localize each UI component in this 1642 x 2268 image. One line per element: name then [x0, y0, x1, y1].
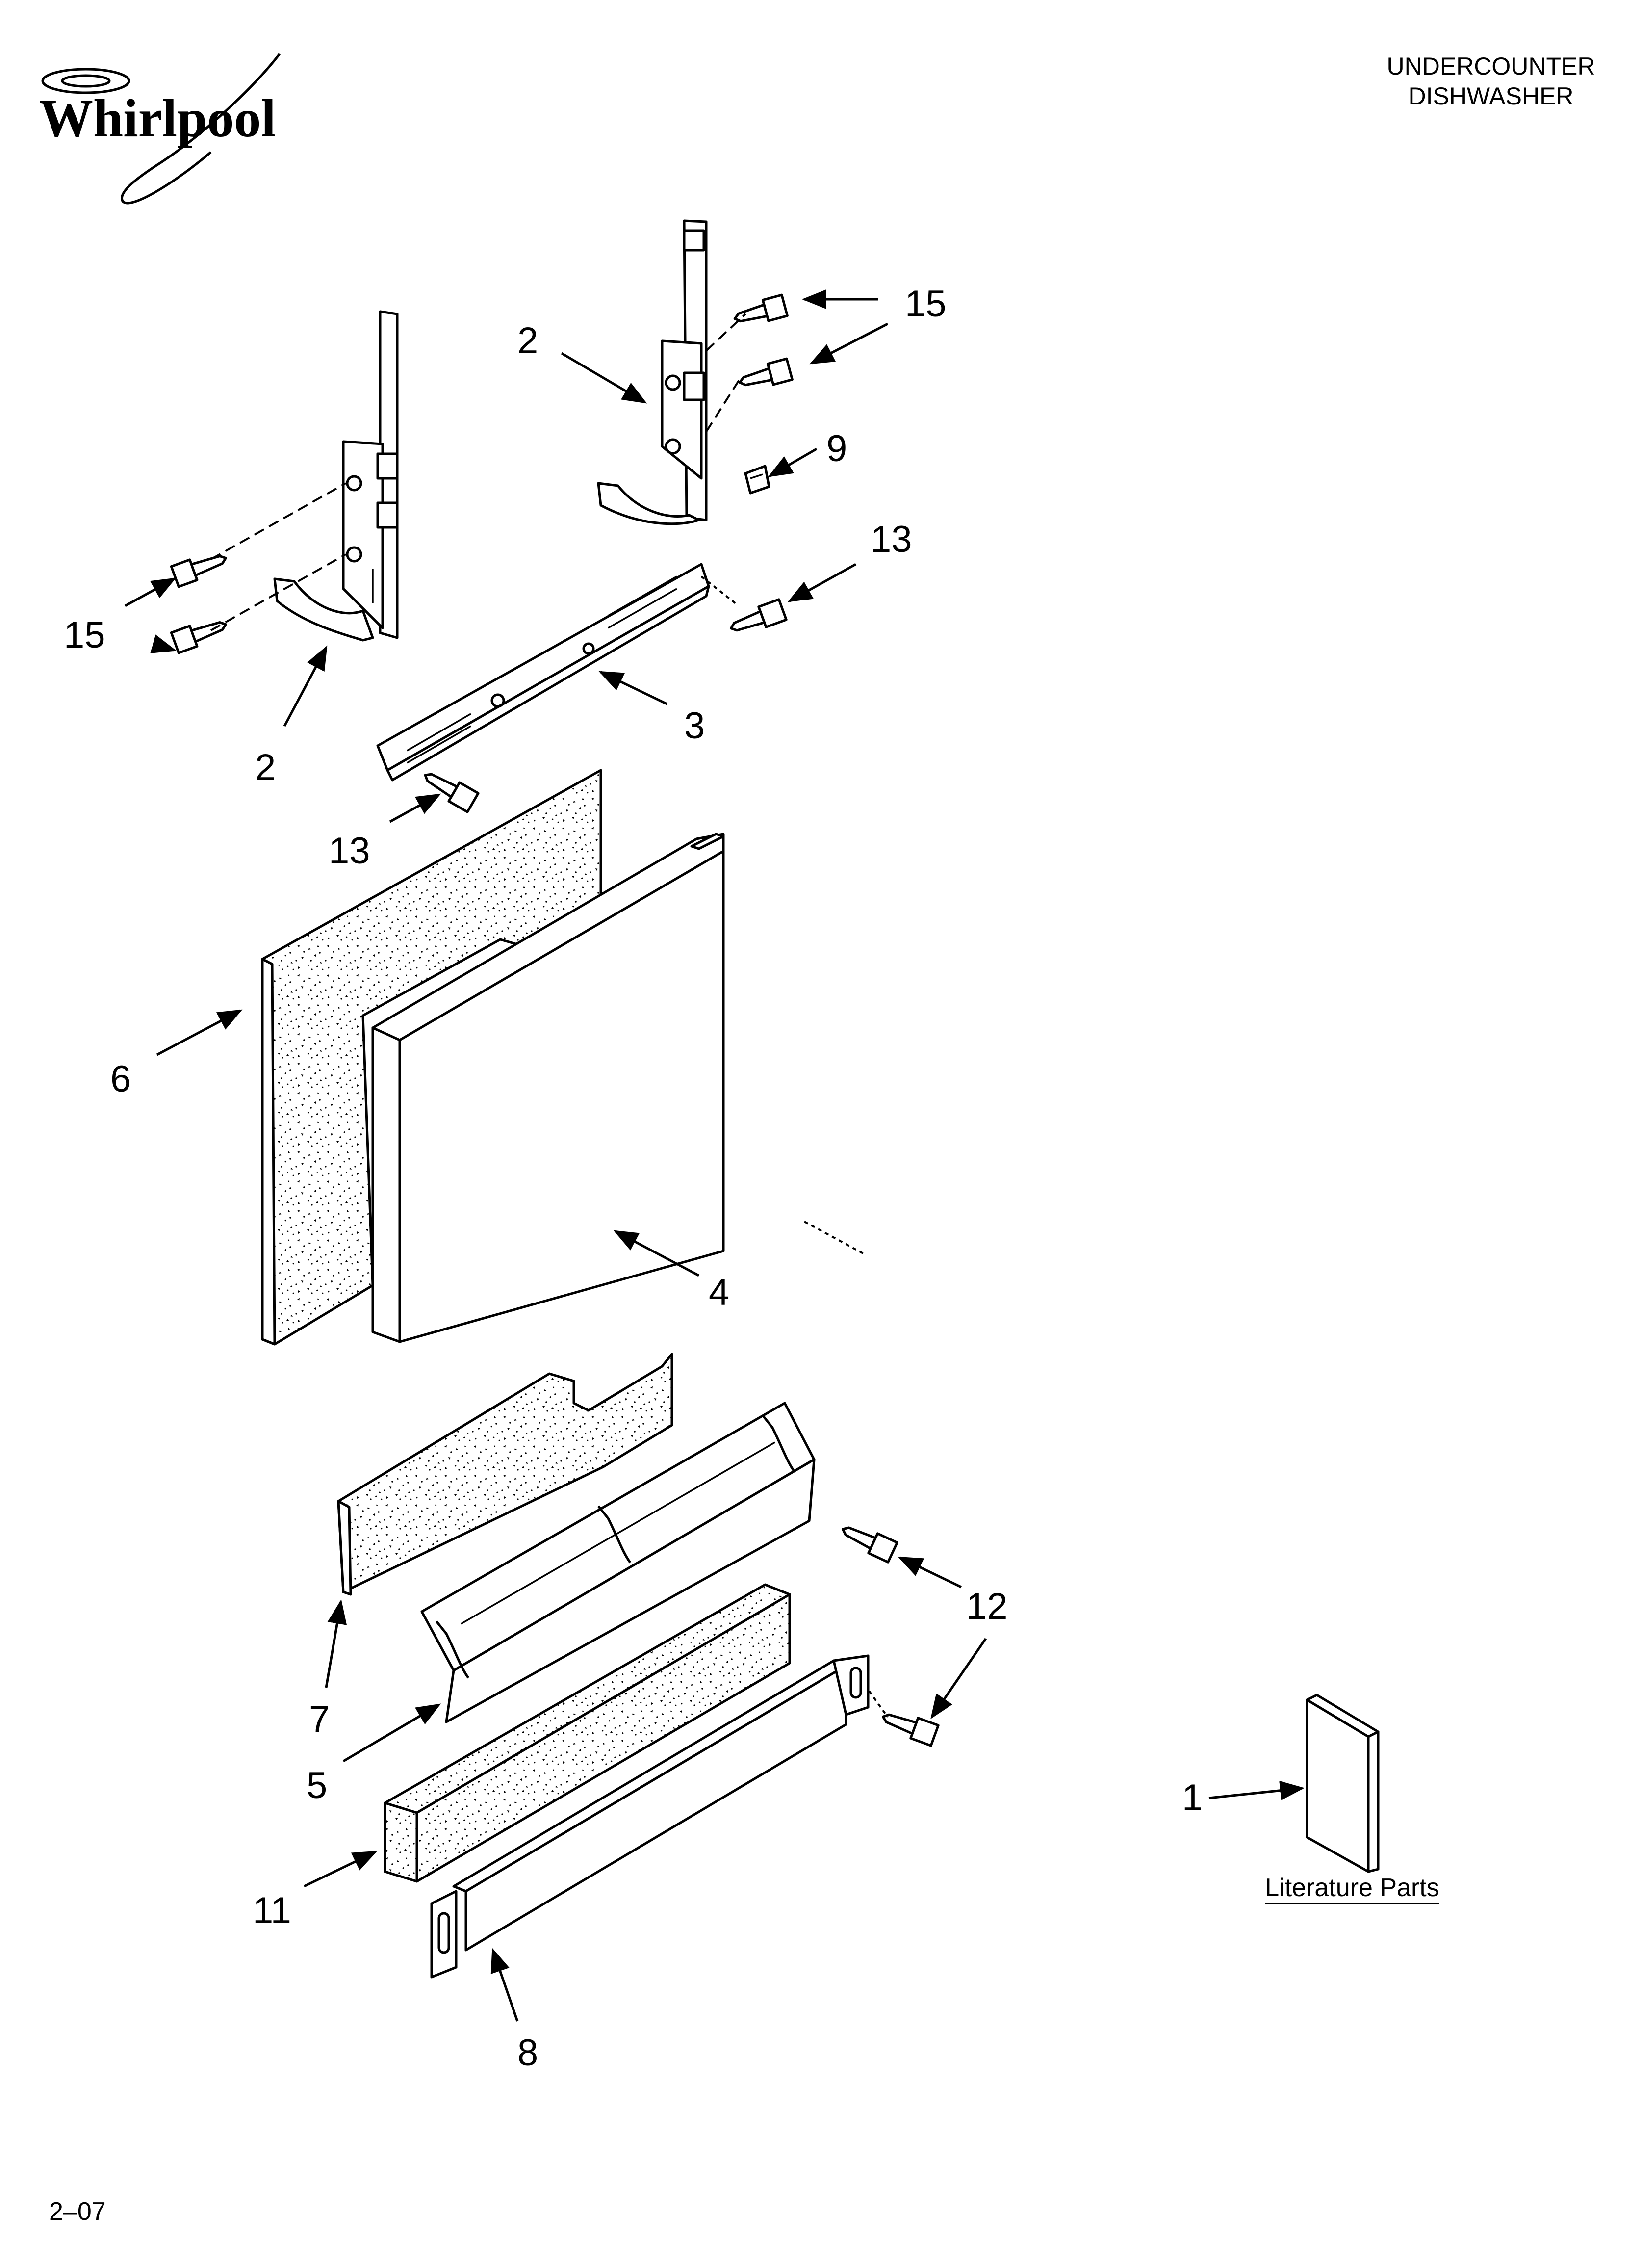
callout-3: 3	[684, 705, 705, 747]
logo-swoosh	[121, 53, 281, 205]
callout-15-right: 15	[905, 283, 947, 325]
callout-2-right: 2	[517, 320, 538, 362]
callout-12: 12	[966, 1586, 1008, 1627]
screw-12-lower	[881, 1713, 940, 1747]
whirlpool-logo: Whirlpool	[39, 53, 281, 205]
screw-13-right	[729, 598, 788, 632]
clip-9	[744, 465, 770, 495]
callout-15-left: 15	[64, 614, 105, 656]
toe-panel-insulation	[337, 1353, 673, 1593]
outer-door-panel	[371, 833, 725, 1343]
lower-insulation-block	[384, 1583, 791, 1883]
callout-13-right: 13	[871, 519, 912, 560]
literature-parts-label: Literature Parts	[1265, 1874, 1439, 1902]
callout-11: 11	[253, 1890, 291, 1931]
callout-2-left: 2	[255, 747, 276, 788]
callout-4: 4	[709, 1272, 729, 1313]
header-line-1: UNDERCOUNTER	[1387, 52, 1595, 80]
screw-13-lower	[424, 773, 480, 813]
screw-15-left-upper	[170, 555, 227, 588]
callout-5: 5	[307, 1765, 327, 1806]
door-insulation-panel-edge	[261, 958, 276, 1346]
screw-12-upper	[841, 1526, 898, 1564]
logo-wordmark: Whirlpool	[39, 88, 276, 148]
toe-kick-panel	[430, 1654, 870, 1979]
callout-arrows	[124, 289, 1305, 2022]
header-line-2: DISHWASHER	[1408, 82, 1573, 110]
footer-code: 2–07	[49, 2197, 106, 2226]
callout-13-left: 13	[329, 830, 370, 872]
callout-6: 6	[110, 1058, 131, 1100]
left-hinge-bracket	[273, 310, 399, 642]
literature-book	[1306, 1694, 1380, 1873]
callout-9: 9	[826, 428, 847, 469]
logo-swirl-inner	[61, 74, 111, 88]
callout-1: 1	[1182, 1777, 1203, 1819]
right-hinge-bracket	[597, 219, 708, 525]
callout-7: 7	[309, 1698, 330, 1740]
logo-swirl-top	[41, 68, 130, 94]
callout-8: 8	[517, 2032, 538, 2074]
screw-15-left-lower	[170, 621, 227, 654]
toe-panel-insulation-edge	[337, 1500, 352, 1596]
kick-plate-bracket	[420, 1402, 816, 1723]
mounting-rail	[376, 563, 710, 782]
screw-15-right-upper	[733, 293, 789, 323]
screw-15-right-lower	[738, 357, 794, 387]
